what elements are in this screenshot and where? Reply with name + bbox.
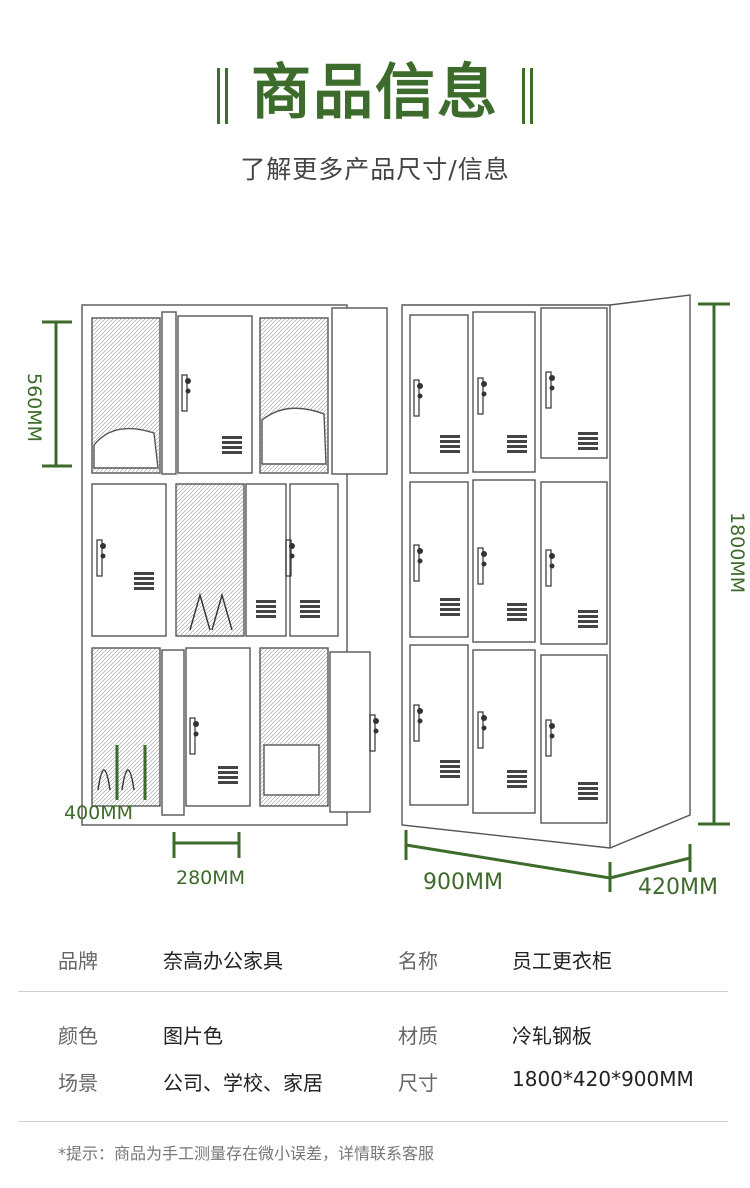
spec-value-color: 图片色 <box>163 1024 223 1048</box>
spec-label-name: 名称 <box>398 949 438 973</box>
measurement-note: *提示：商品为手工测量存在微小误差，详情联系客服 <box>58 1144 435 1163</box>
left-cabinet <box>81 304 388 826</box>
title-bar-right-outer <box>530 68 533 124</box>
dim-total-width: 900MM <box>423 870 503 895</box>
spec-row-1: 品牌 奈高办公家具 名称 员工更衣柜 <box>0 945 750 985</box>
locker-drawing <box>42 294 730 892</box>
dim-door-width: 280MM <box>176 867 246 889</box>
dimension-lines <box>42 302 730 892</box>
spec-value-material: 冷轧钢板 <box>512 1024 592 1048</box>
dim-door-height: 560MM <box>23 373 45 443</box>
page-title: 商品信息 <box>251 58 499 128</box>
spec-value-name: 员工更衣柜 <box>512 949 612 973</box>
spec-row-2: 颜色 图片色 材质 冷轧钢板 <box>0 1020 750 1060</box>
locker-illustration: 560MM 1800MM 400MM 280MM 900MM 420MM <box>0 290 750 910</box>
title-block: 商品信息 <box>0 58 750 128</box>
spec-divider-top <box>18 991 728 992</box>
spec-divider-bottom <box>18 1121 728 1122</box>
spec-label-size: 尺寸 <box>398 1071 438 1095</box>
spec-value-scene: 公司、学校、家居 <box>163 1071 323 1095</box>
title-bar-right-inner <box>522 68 525 124</box>
spec-label-brand: 品牌 <box>58 949 98 973</box>
dim-total-height: 1800MM <box>726 512 748 594</box>
spec-label-material: 材质 <box>398 1024 438 1048</box>
title-bar-left-inner <box>225 68 228 124</box>
spec-label-scene: 场景 <box>58 1071 98 1095</box>
spec-row-3: 场景 公司、学校、家居 尺寸 1800*420*900MM <box>0 1067 750 1107</box>
page-subtitle: 了解更多产品尺寸/信息 <box>240 155 510 184</box>
dim-total-depth: 420MM <box>638 875 718 900</box>
dim-door-depth: 400MM <box>64 802 134 824</box>
spec-value-size: 1800*420*900MM <box>512 1067 694 1091</box>
title-bar-left-outer <box>217 68 220 124</box>
spec-label-color: 颜色 <box>58 1024 98 1048</box>
spec-value-brand: 奈高办公家具 <box>163 949 283 973</box>
